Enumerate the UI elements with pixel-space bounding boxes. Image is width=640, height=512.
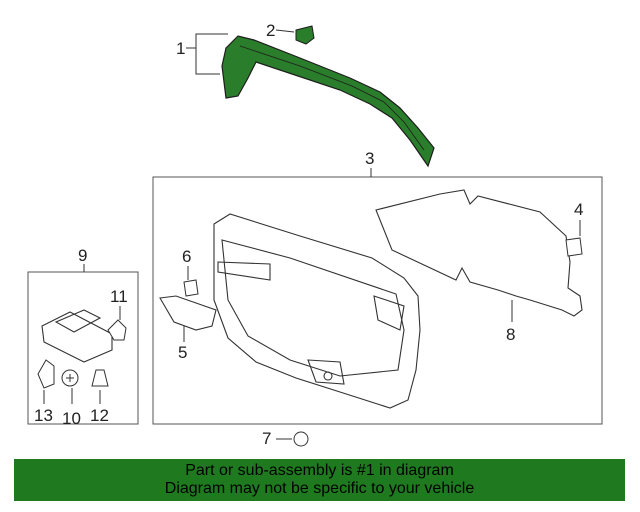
callout-5: 5 (178, 343, 188, 362)
callout-8: 8 (506, 325, 516, 344)
leader-lines-1-2 (186, 29, 295, 75)
part-8-insulator (375, 189, 583, 317)
callout-11: 11 (110, 287, 128, 306)
banner-line-1: Part or sub-assembly is #1 in diagram (185, 462, 454, 479)
callout-10: 10 (62, 409, 81, 428)
callout-4: 4 (574, 200, 584, 219)
part-7-plug (293, 431, 309, 447)
callout-3: 3 (365, 149, 375, 168)
part-11-bulb (107, 319, 127, 341)
part-5-handle (159, 295, 217, 331)
callout-2: 2 (266, 21, 276, 40)
part-12-fastener (91, 369, 109, 387)
part-2-clip (295, 25, 315, 45)
callout-7: 7 (262, 429, 272, 448)
info-banner: Part or sub-assembly is #1 in diagram Di… (14, 459, 625, 501)
callout-6: 6 (182, 247, 192, 266)
part-3-group-box (152, 176, 603, 425)
part-1-molding (221, 35, 435, 168)
part-9-lamp (41, 309, 113, 363)
callout-13: 13 (34, 406, 53, 425)
part-13-clip (37, 359, 55, 389)
callout-12: 12 (90, 406, 109, 425)
banner-line-2: Diagram may not be specific to your vehi… (164, 480, 475, 497)
part-3-trim-panel (213, 213, 421, 409)
parts-diagram (27, 25, 603, 447)
part-9-group-box (27, 271, 139, 425)
callout-9: 9 (78, 246, 88, 265)
callout-1: 1 (176, 39, 186, 58)
part-6-clip (183, 279, 199, 297)
part-4-clip (565, 237, 583, 257)
part-10-screw (61, 369, 79, 387)
